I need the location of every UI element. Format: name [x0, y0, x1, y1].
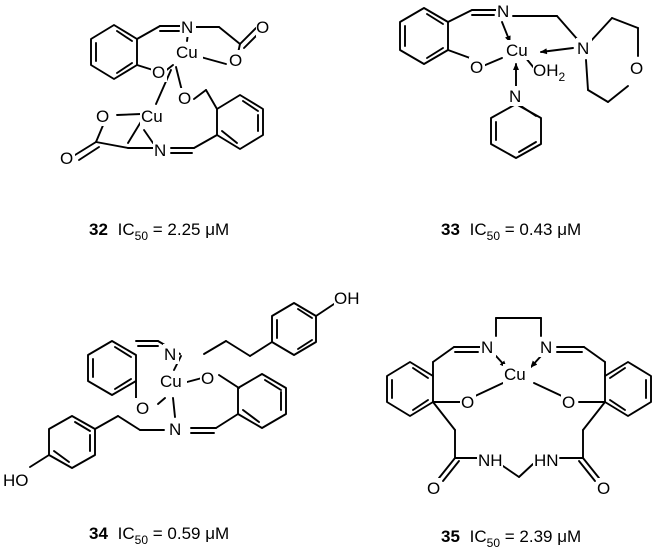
atom-cu: Cu	[141, 107, 163, 126]
caption-32: 32 IC50 = 2.25 μM	[89, 220, 229, 243]
atom-n: N	[481, 338, 493, 357]
atom-n: N	[540, 338, 552, 357]
pyridine-ring-33	[490, 103, 542, 159]
phenol-ring-34-upper	[271, 302, 317, 356]
benzene-ring-32-upper	[90, 24, 138, 80]
atom-oh2: OH2	[533, 61, 566, 84]
atom-o: O	[136, 399, 149, 418]
atom-oh: OH	[334, 289, 360, 308]
compound-34: OH N Cu O O N HO 34 IC50 = 0.59 μM	[2, 288, 360, 547]
atom-cu: Cu	[506, 41, 528, 60]
atom-n: N	[497, 2, 509, 21]
benzene-ring-33	[399, 7, 449, 65]
morpholine-ring-33	[585, 17, 639, 103]
benzene-ring-35-left	[386, 361, 434, 417]
atom-o: O	[96, 107, 109, 126]
atom-o: O	[229, 51, 242, 70]
compound-33: N Cu O OH2 N O N 33 IC50 = 0.43 μM	[399, 1, 645, 243]
compound-35: N N Cu O O NH HN O O 35 IC50 = 2.39 μM	[386, 317, 652, 549]
atom-nh: NH	[478, 451, 503, 470]
phenol-ring-34-lower	[48, 415, 96, 469]
atom-o: O	[461, 393, 474, 412]
atom-hn: HN	[534, 451, 559, 470]
benzene-ring-34-right	[237, 373, 287, 429]
atom-n: N	[181, 18, 193, 37]
atom-o: O	[630, 59, 643, 78]
caption-34: 34 IC50 = 0.59 μM	[89, 524, 229, 547]
atom-o: O	[562, 393, 575, 412]
atom-n: N	[509, 87, 521, 106]
atom-o: O	[427, 479, 440, 498]
atom-o: O	[60, 149, 73, 168]
atom-cu: Cu	[504, 365, 526, 384]
atom-n: N	[577, 39, 589, 58]
atom-o: O	[178, 89, 191, 108]
atom-o: O	[470, 58, 483, 77]
atom-cu: Cu	[160, 372, 182, 391]
caption-35: 35 IC50 = 2.39 μM	[441, 527, 581, 549]
benzene-ring-34-left	[87, 340, 137, 396]
atom-o: O	[152, 63, 165, 82]
benzene-ring-32-lower	[216, 94, 264, 150]
atom-o: O	[256, 18, 269, 37]
atom-o: O	[201, 369, 214, 388]
atom-ho: HO	[3, 471, 29, 490]
caption-33: 33 IC50 = 0.43 μM	[441, 220, 581, 243]
benzene-ring-35-right	[604, 361, 652, 417]
atom-n: N	[154, 141, 166, 160]
atom-n: N	[164, 345, 176, 364]
atom-n: N	[169, 420, 181, 439]
compound-32: N Cu O O O O Cu O O N 32 IC50 = 2.25 μM	[59, 17, 272, 243]
atom-cu: Cu	[176, 43, 198, 62]
atom-o: O	[597, 479, 610, 498]
